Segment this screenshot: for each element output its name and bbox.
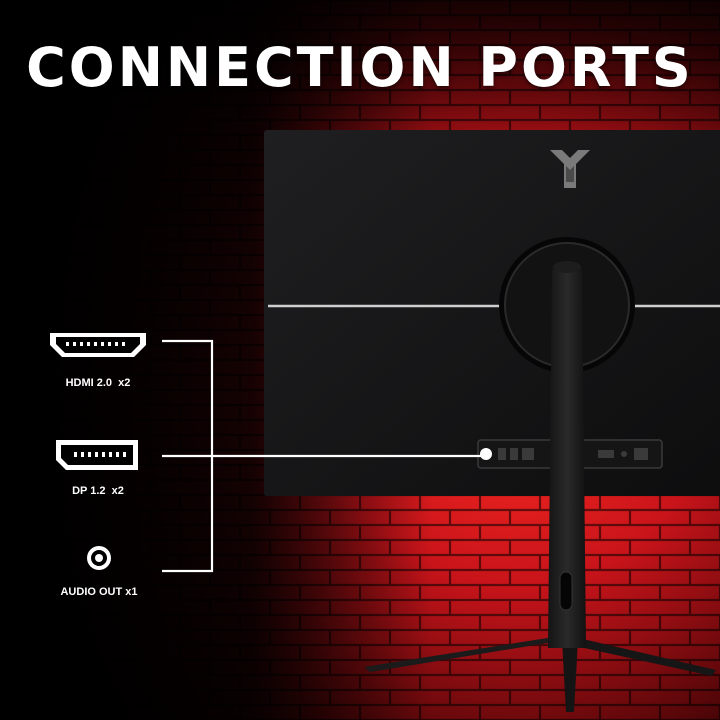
brand-logo-icon [550, 150, 590, 188]
displayport-label: DP 1.2 x2 [72, 485, 124, 497]
hdmi-port-label: HDMI 2.0 x2 [65, 377, 131, 389]
monitor-stand [364, 261, 716, 712]
monitor-back [264, 130, 720, 496]
connector-dot [480, 448, 492, 460]
page-title: CONNECTION PORTS [26, 36, 694, 99]
hdmi-port-icon [50, 333, 146, 357]
connector-lines [162, 339, 486, 573]
audio-jack-icon [87, 546, 111, 570]
audio-out-label: AUDIO OUT x1 [60, 586, 138, 598]
displayport-icon [56, 440, 138, 470]
